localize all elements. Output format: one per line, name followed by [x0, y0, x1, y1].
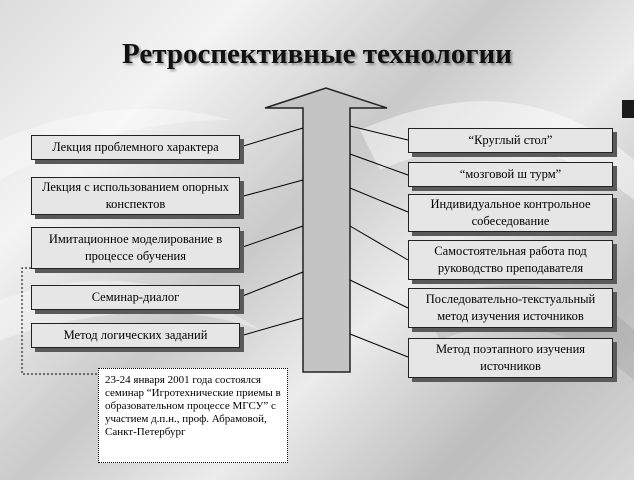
slide-title: Ретроспективные технологии — [122, 38, 512, 70]
seminar-note: 23-24 января 2001 года состоялся семинар… — [98, 368, 288, 463]
connector-right-6 — [349, 333, 409, 358]
connector-right-2 — [349, 153, 409, 176]
connector-left-3 — [239, 225, 304, 249]
connector-left-1 — [239, 127, 304, 148]
left-method-3: Имитационное моделирование в процессе об… — [31, 227, 240, 269]
right-method-2: “мозговой ш турм” — [408, 162, 613, 187]
connector-right-3 — [349, 187, 409, 213]
left-method-1: Лекция проблемного характера — [31, 135, 240, 160]
left-method-5: Метод логических заданий — [31, 323, 240, 348]
connector-left-4 — [239, 271, 304, 298]
connector-left-2 — [239, 179, 304, 198]
right-method-4: Самостоятельная работа под руководство п… — [408, 240, 613, 280]
connector-right-4 — [349, 225, 409, 261]
central-arrow — [264, 87, 388, 373]
connector-left-5 — [239, 317, 304, 337]
connector-right-1 — [349, 125, 409, 141]
right-method-3: Индивидуальное контрольное собеседование — [408, 194, 613, 232]
left-method-2: Лекция с использованием опорных конспект… — [31, 177, 240, 215]
right-method-6: Метод поэтапного изучения источников — [408, 338, 613, 378]
corner-mark — [622, 100, 634, 118]
right-method-1: “Круглый стол” — [408, 128, 613, 153]
left-method-4: Семинар-диалог — [31, 285, 240, 310]
right-method-5: Последовательно-текстуальный метод изуче… — [408, 288, 613, 328]
connector-right-5 — [349, 279, 409, 309]
note-leader — [21, 267, 98, 375]
